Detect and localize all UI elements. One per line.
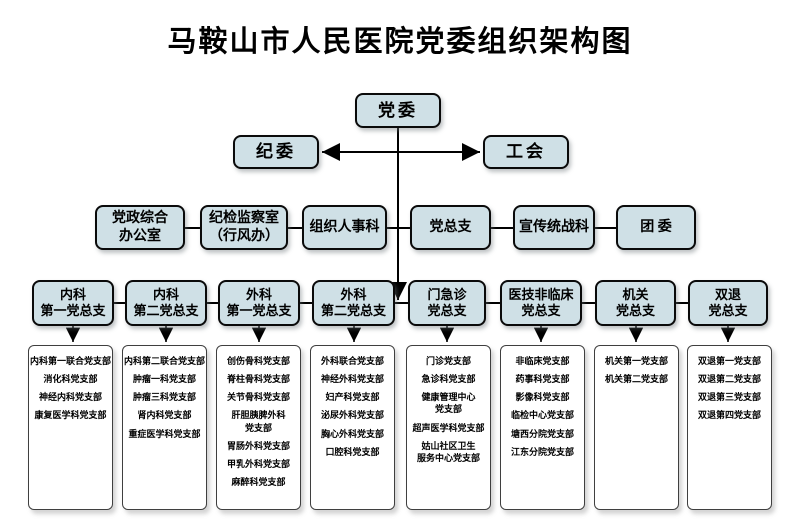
branch-member: 姑山社区卫生 服务中心党支部: [416, 440, 480, 463]
branch-member: 双退第四党支部: [697, 410, 761, 421]
branch-member: 内科第一联合党支部: [30, 356, 112, 366]
branch-member: 超声医学科党支部: [412, 422, 485, 433]
branch-header-internal-medicine-1: 内科 第一党总支: [32, 280, 114, 326]
branch-member: 门诊党支部: [425, 356, 471, 366]
chart-title: 马鞍山市人民医院党委组织架构图: [167, 26, 633, 58]
box-label: 内科: [152, 286, 179, 302]
branch-member: 胃肠外科党支部: [226, 440, 290, 451]
branch-member: 胸心外科党支部: [320, 428, 384, 439]
branch-header-outpatient-emergency: 门急诊 党总支: [408, 280, 486, 326]
box-label: 宣传统战科: [519, 219, 589, 235]
branch-member: 脊柱骨科党支部: [226, 374, 290, 385]
box-label: 党总支: [521, 303, 561, 318]
box-label: 工会: [506, 142, 546, 162]
box-party-committee: 党委: [355, 93, 441, 128]
branch-list-internal-medicine-2: 内科第二联合党支部肿瘤一科党支部肿瘤三科党支部肾内科党支部重症医学科党支部: [122, 345, 207, 510]
box-discipline-committee: 纪委: [233, 135, 319, 169]
branch-member: 甲乳外科党支部: [226, 458, 290, 469]
branch-member: 双退第二党支部: [697, 374, 761, 385]
box-label: 党政综合: [112, 211, 168, 226]
branch-list-outpatient-emergency: 门诊党支部急诊科党支部健康管理中心 党支部超声医学科党支部姑山社区卫生 服务中心…: [406, 345, 491, 510]
branch-member: 临检中心党支部: [510, 410, 574, 421]
box-label: 党总支: [708, 303, 748, 318]
branch-header-surgery-1: 外科 第一党总支: [218, 280, 300, 326]
dept-box-general-branch: 党总支: [410, 205, 491, 250]
branch-member: 内科第二联合党支部: [124, 356, 206, 366]
branch-member: 影像科党支部: [515, 392, 570, 403]
branch-member: 药事科党支部: [515, 374, 570, 385]
dept-box-youth-league: 团 委: [616, 205, 696, 250]
box-label: 双退: [714, 286, 741, 302]
branch-member: 塘西分院党支部: [510, 428, 574, 439]
branch-member: 双退第三党支部: [697, 392, 761, 403]
branch-list-surgery-1: 创伤骨科党支部脊柱骨科党支部关节骨科党支部肝胆胰脾外科 党支部胃肠外科党支部甲乳…: [216, 345, 301, 510]
box-label: 医技非临床: [508, 286, 574, 302]
box-label: 第二党总支: [133, 303, 199, 318]
branch-drop-arrows: [65, 326, 736, 342]
branch-member: 康复医学科党支部: [34, 410, 107, 421]
branch-member: 机关第一党支部: [604, 356, 668, 366]
branch-member: 肾内科党支部: [137, 410, 192, 421]
dept-box-hr: 组织人事科: [302, 205, 387, 250]
branch-member: 肿瘤三科党支部: [132, 392, 196, 403]
box-label: 纪检监察室: [209, 211, 279, 226]
box-label: 第一党总支: [40, 303, 106, 318]
branch-member: 创伤骨科党支部: [226, 356, 290, 366]
box-label: 党总支: [427, 303, 467, 318]
dept-box-propaganda: 宣传统战科: [513, 205, 595, 250]
dept-box-general-office: 党政综合 办公室: [95, 205, 185, 250]
branch-header-retired: 双退 党总支: [688, 280, 768, 326]
branch-member: 急诊科党支部: [421, 374, 476, 385]
branch-list-internal-medicine-1: 内科第一联合党支部消化科党支部神经内科党支部康复医学科党支部: [28, 345, 113, 510]
box-label: 第一党总支: [226, 303, 292, 318]
branch-list-medtech-nonclinical: 非临床党支部药事科党支部影像科党支部临检中心党支部塘西分院党支部江东分院党支部: [500, 345, 585, 510]
box-label: 组织人事科: [309, 219, 380, 235]
box-label: 办公室: [119, 228, 161, 244]
box-label: 门急诊: [427, 286, 467, 302]
branch-member: 重症医学科党支部: [128, 428, 201, 439]
box-label: （行风办）: [209, 228, 279, 244]
branch-member: 机关第二党支部: [604, 374, 668, 385]
branch-member: 江东分院党支部: [510, 446, 574, 457]
branch-member: 消化科党支部: [43, 374, 98, 385]
box-labor-union: 工会: [483, 135, 569, 169]
box-label: 党委: [378, 100, 418, 120]
branch-header-surgery-2: 外科 第二党总支: [312, 280, 395, 326]
box-label: 第二党总支: [320, 303, 386, 318]
branch-member: 关节骨科党支部: [226, 392, 290, 403]
branch-member: 肿瘤一科党支部: [132, 374, 196, 385]
branch-header-medtech-nonclinical: 医技非临床 党总支: [500, 280, 582, 326]
box-label: 外科: [340, 286, 367, 302]
branch-member: 泌尿外科党支部: [320, 410, 384, 421]
branch-header-administration: 机关 党总支: [595, 280, 676, 326]
box-label: 团 委: [640, 219, 672, 235]
branch-member: 神经内科党支部: [38, 392, 102, 403]
box-label: 纪委: [256, 142, 296, 162]
branch-list-retired: 双退第一党支部双退第二党支部双退第三党支部双退第四党支部: [687, 345, 772, 510]
branch-member: 口腔科党支部: [325, 446, 380, 457]
branch-member: 外科联合党支部: [320, 356, 384, 366]
branch-member: 健康管理中心 党支部: [421, 392, 476, 415]
box-label: 党总支: [429, 219, 472, 235]
branch-member: 肝胆胰脾外科 党支部: [231, 410, 286, 433]
branch-header-internal-medicine-2: 内科 第二党总支: [125, 280, 207, 326]
branch-member: 双退第一党支部: [697, 356, 761, 366]
dept-box-inspection-office: 纪检监察室 （行风办）: [200, 205, 288, 250]
box-label: 党总支: [615, 303, 655, 318]
box-label: 机关: [622, 286, 649, 302]
branch-member: 神经外科党支部: [320, 374, 384, 385]
branch-member: 非临床党支部: [515, 356, 570, 366]
branch-member: 麻醉科党支部: [231, 476, 286, 487]
branch-member: 妇产科党支部: [325, 392, 380, 403]
branch-list-surgery-2: 外科联合党支部神经外科党支部妇产科党支部泌尿外科党支部胸心外科党支部口腔科党支部: [310, 345, 395, 510]
box-label: 内科: [59, 286, 86, 302]
branch-list-administration: 机关第一党支部机关第二党支部: [594, 345, 679, 510]
box-label: 外科: [245, 286, 272, 302]
